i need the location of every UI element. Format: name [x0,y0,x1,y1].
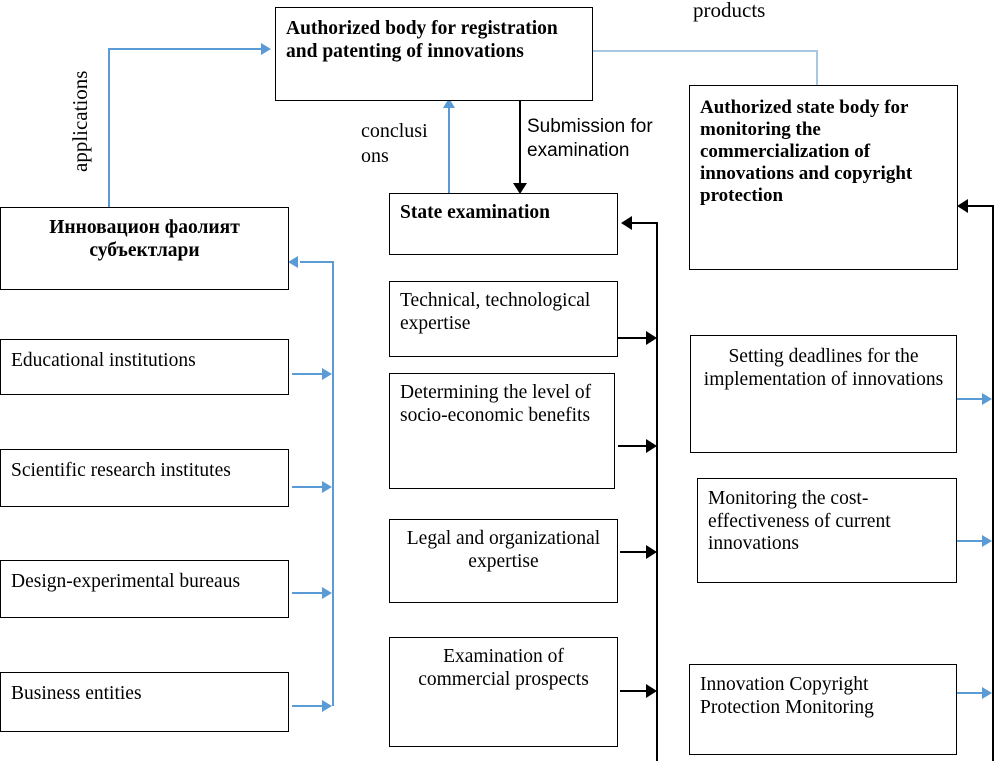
connector-conclusions-arrowhead [443,98,455,108]
connector-state-exam-arrowhead [621,216,632,230]
box-educational-institutions[interactable]: Educational institutions [0,339,289,395]
box-authorized-monitoring-label: Authorized state body for monitoring the… [700,97,913,207]
connector-cost-effectiveness-arrowhead [982,535,992,547]
connector-socioeconomic-stub [618,445,648,448]
box-legal-organizational-expertise[interactable]: Legal and organizational expertise [389,519,618,603]
connector-deadlines-arrowhead [982,393,992,405]
connector-applications-arrowhead [261,43,271,55]
connector-products-horizontal [592,50,817,52]
box-authorized-registration-label: Authorized body for registration and pat… [286,18,558,62]
connector-deadlines-stub [954,398,984,400]
box-technical-technological-expertise-label: Technical, technological expertise [400,290,591,334]
connector-design-arrowhead [322,587,332,599]
connector-legal-stub [620,551,648,554]
connector-scientific-arrowhead [322,481,332,493]
connector-business-stub [292,705,324,707]
edge-label-conclusions-line2: ons [361,145,389,167]
box-examination-commercial-prospects[interactable]: Examination of commercial prospects [389,637,618,747]
connector-conclusions-vertical [448,107,450,195]
box-legal-organizational-expertise-label: Legal and organizational expertise [406,528,601,572]
box-setting-deadlines-label: Setting deadlines for the implementation… [703,346,944,390]
box-scientific-research-institutes[interactable]: Scientific research institutes [0,449,289,507]
box-socio-economic-benefits-label: Determining the level of socio-economic … [400,382,592,426]
connector-scientific-stub [292,486,324,488]
edge-label-submission-line2: examination [527,140,630,161]
connector-right-bus-top-horizontal [968,205,994,208]
box-copyright-protection-monitoring-label: Innovation Copyright Protection Monitori… [700,674,874,718]
box-state-examination-label: State examination [400,202,551,223]
connector-educational-arrowhead [322,368,332,380]
connector-commercial-arrowhead [646,684,657,698]
box-subjects-of-innovation-activity[interactable]: Инновацион фаолият субъектлари [0,207,289,290]
box-copyright-protection-monitoring[interactable]: Innovation Copyright Protection Monitori… [689,664,957,755]
connector-educational-stub [292,373,324,375]
connector-cost-effectiveness-stub [954,540,984,542]
box-cost-effectiveness-monitoring[interactable]: Monitoring the cost-effectiveness of cur… [697,478,957,583]
edge-label-products: products [693,0,766,22]
connector-design-stub [292,592,324,594]
connector-subjects-arrowhead [288,256,298,268]
connector-copyright-monitoring-stub [954,692,984,694]
box-business-entities-label: Business entities [11,683,142,704]
connector-left-bus-top-horizontal [300,261,334,263]
box-design-experimental-bureaus[interactable]: Design-experimental bureaus [0,560,289,618]
connector-commercial-stub [620,690,648,693]
connector-copyright-monitoring-arrowhead [982,687,992,699]
box-socio-economic-benefits[interactable]: Determining the level of socio-economic … [389,373,615,489]
box-scientific-research-institutes-label: Scientific research institutes [11,460,231,481]
connector-technical-arrowhead [646,331,657,345]
connector-applications-vertical [108,49,110,212]
box-educational-institutions-label: Educational institutions [11,350,196,371]
connector-business-arrowhead [322,700,332,712]
connector-right-bus-vertical [992,205,995,761]
connector-applications-horizontal [108,48,262,50]
edge-label-conclusions-line1: conclusi [361,120,428,142]
connector-left-bus-vertical [332,261,334,706]
box-examination-commercial-prospects-label: Examination of commercial prospects [418,646,589,690]
connector-technical-stub [618,337,648,340]
connector-socioeconomic-arrowhead [646,439,657,453]
connector-products-vertical [816,50,818,86]
box-cost-effectiveness-monitoring-label: Monitoring the cost-effectiveness of cur… [708,488,891,555]
box-authorized-monitoring[interactable]: Authorized state body for monitoring the… [689,85,958,270]
connector-submission-arrowhead [513,183,527,194]
connector-center-bus-vertical [656,222,659,761]
box-business-entities[interactable]: Business entities [0,672,289,732]
box-subjects-label: Инновацион фаолият субъектлари [49,217,240,261]
box-authorized-registration[interactable]: Authorized body for registration and pat… [275,7,593,101]
connector-submission-vertical [519,101,522,185]
edge-label-applications: applications [68,70,92,172]
connector-center-bus-top-horizontal [632,222,658,225]
box-technical-technological-expertise[interactable]: Technical, technological expertise [389,281,618,357]
connector-legal-arrowhead [646,545,657,559]
box-setting-deadlines[interactable]: Setting deadlines for the implementation… [690,335,957,453]
box-design-experimental-bureaus-label: Design-experimental bureaus [11,571,241,592]
edge-label-submission-line1: Submission for [527,116,653,137]
connector-authorized-monitoring-arrowhead [957,199,968,213]
box-state-examination[interactable]: State examination [389,193,618,255]
